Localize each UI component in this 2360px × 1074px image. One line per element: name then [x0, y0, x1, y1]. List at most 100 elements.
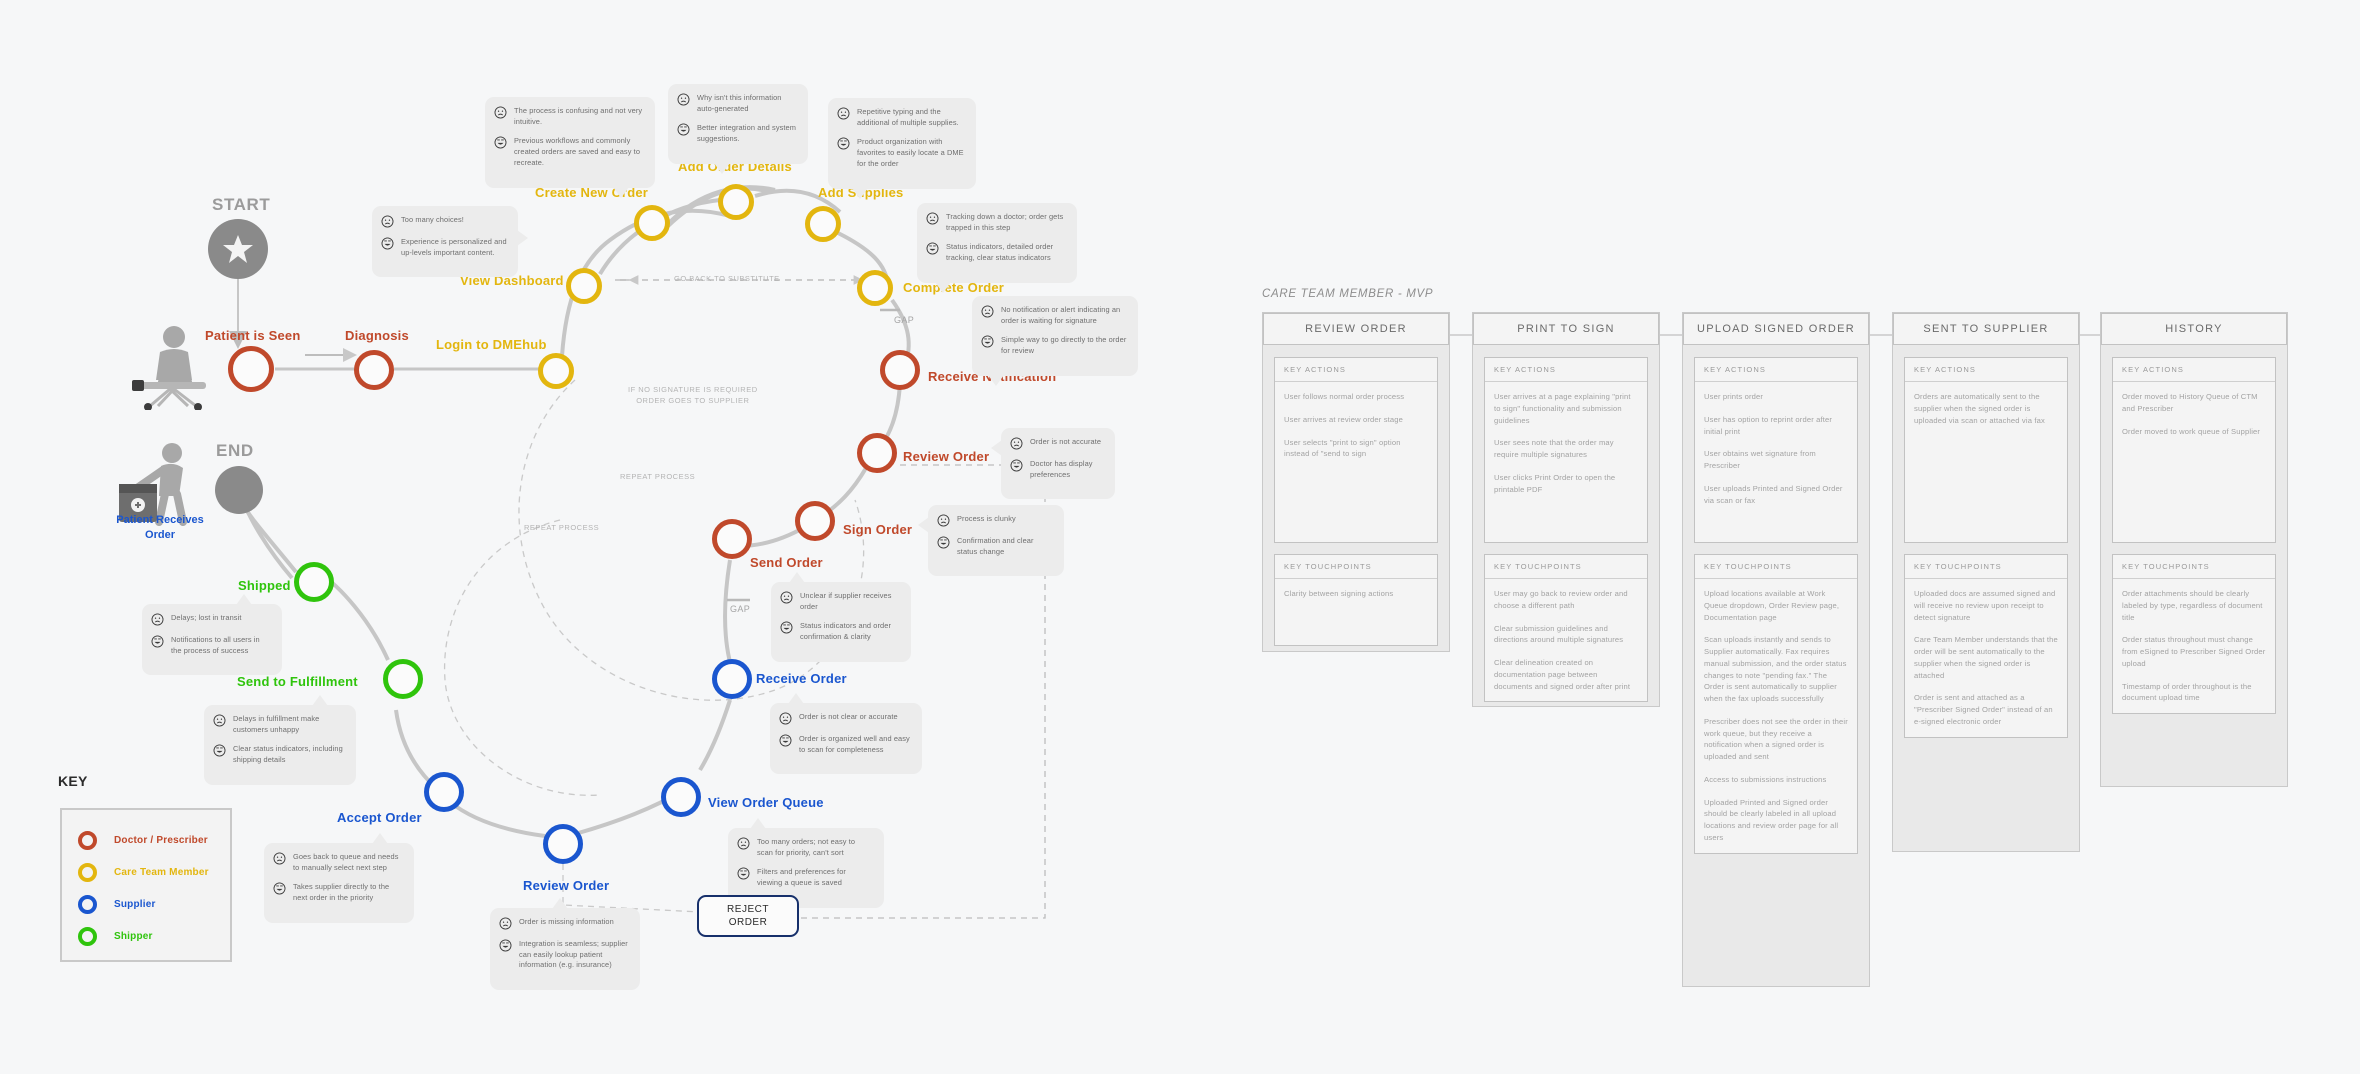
happy-face-icon [494, 136, 507, 149]
touchpoint-item: Timestamp of order throughout is the doc… [2122, 681, 2252, 703]
pain-text: The process is confusing and not very in… [514, 106, 643, 126]
happy-face-icon [499, 939, 512, 952]
node-send-order[interactable] [712, 519, 752, 559]
key-item-doctor-prescriber: Doctor / Prescriber [78, 824, 214, 856]
start-label: START [212, 195, 271, 214]
gain-row: Simple way to go directly to the order f… [981, 335, 1127, 356]
key-actions-card: KEY ACTIONS User prints order User has o… [1694, 357, 1858, 543]
callout-sign-order: Process is clunky Confirmation and clear… [918, 505, 1064, 577]
node-view-dashboard[interactable] [566, 268, 602, 304]
annotation-go-back-to-substitute: GO BACK TO SUBSTITUTE [674, 274, 780, 283]
node-review-order-doctor[interactable] [857, 433, 897, 473]
node-complete-order[interactable] [857, 270, 893, 306]
annotation-repeat-process-1: REPEAT PROCESS [620, 472, 696, 481]
callout-receive-notification: No notification or alert indicating an o… [972, 296, 1138, 386]
bubble-tail [852, 187, 868, 199]
pain-row: Too many orders; not easy to scan for pr… [737, 837, 873, 858]
node-view-order-queue[interactable] [661, 777, 701, 817]
end-node[interactable] [215, 466, 263, 514]
legend-dot-yellow [78, 862, 97, 882]
label-login-to-dmehub: Login to DMEhub [436, 337, 547, 352]
gain-row: Filters and preferences for viewing a qu… [737, 867, 873, 888]
callout-receive-order: Unclear if supplier receives order Statu… [771, 572, 911, 662]
gain-text: Simple way to go directly to the order f… [1001, 335, 1127, 356]
label-sign-order: Sign Order [843, 522, 913, 537]
panel-column-history: HISTORY KEY ACTIONS Order moved to Histo… [2100, 312, 2288, 787]
callout-view-order-queue: Order is not clear or accurate Order is … [770, 693, 922, 775]
node-diagnosis[interactable] [354, 350, 394, 390]
key-item-label: Shipper [114, 930, 153, 942]
pain-text: Too many choices! [401, 215, 464, 224]
label-shipped: Shipped [238, 578, 291, 593]
happy-face-icon [780, 621, 793, 634]
key-touchpoints-card: KEY TOUCHPOINTS Clarity between signing … [1274, 554, 1438, 646]
pain-row: The process is confusing and not very in… [494, 106, 644, 127]
pain-text: Goes back to queue and needs to manually… [293, 852, 399, 872]
card-body: User follows normal order process User a… [1275, 382, 1437, 542]
touchpoint-item: Clear delineation created on documentati… [1494, 658, 1631, 691]
node-accept-order[interactable] [424, 772, 464, 812]
pain-text: Why isn't this information auto-generate… [697, 93, 782, 113]
happy-face-icon [1010, 459, 1023, 472]
card-body: User may go back to review order and cho… [1485, 579, 1647, 701]
pain-row: Delays; lost in transit [151, 613, 271, 626]
gain-row: Clear status indicators, including shipp… [213, 744, 345, 765]
sad-face-icon [737, 837, 750, 850]
pain-text: Process is clunky [957, 514, 1016, 523]
label-view-order-queue: View Order Queue [708, 795, 824, 810]
callout-view-dashboard: Too many choices! Experience is personal… [372, 206, 528, 278]
sad-face-icon [273, 852, 286, 865]
gain-text: Takes supplier directly to the next orde… [293, 882, 390, 903]
pain-text: Order is missing information [519, 917, 614, 926]
card-body: Order moved to History Queue of CTM and … [2113, 382, 2275, 542]
node-add-supplies[interactable] [805, 206, 841, 242]
key-item-shipper: Shipper [78, 920, 214, 952]
pain-text: Delays in fulfillment make customers unh… [233, 714, 320, 734]
pain-row: Unclear if supplier receives order [780, 591, 900, 612]
touchpoint-item: Clear submission guidelines and directio… [1494, 623, 1624, 645]
node-send-to-fulfillment[interactable] [383, 659, 423, 699]
gain-text: Confirmation and clear status change [957, 536, 1034, 556]
card-header: KEY ACTIONS [1485, 358, 1647, 382]
touchpoint-item: Uploaded Printed and Signed order should… [1704, 797, 1839, 843]
label-review-order-supplier: Review Order [523, 878, 610, 893]
node-sign-order[interactable] [795, 501, 835, 541]
bubble-tail [988, 374, 1004, 386]
label-complete-order: Complete Order [903, 280, 1005, 295]
node-add-order-details[interactable] [718, 184, 754, 220]
card-header: KEY ACTIONS [1905, 358, 2067, 382]
bubble-tail [991, 440, 1002, 456]
card-header: KEY ACTIONS [1695, 358, 1857, 382]
node-create-new-order[interactable] [634, 205, 670, 241]
callout-review-order-supplier: Too many orders; not easy to scan for pr… [728, 818, 884, 908]
column-title: PRINT TO SIGN [1473, 313, 1659, 345]
gain-text: Order is organized well and easy to scan… [799, 734, 910, 754]
touchpoint-item: Order attachments should be clearly labe… [2122, 589, 2263, 622]
key-touchpoints-card: KEY TOUCHPOINTS User may go back to revi… [1484, 554, 1648, 703]
node-review-order-supplier[interactable] [543, 824, 583, 864]
pain-text: Repetitive typing and the additional of … [857, 107, 959, 127]
callout-accept-order: Goes back to queue and needs to manually… [264, 833, 414, 923]
gain-text: Product organization with favorites to e… [857, 137, 964, 168]
node-shipped[interactable] [294, 562, 334, 602]
key-item-label: Care Team Member [114, 866, 209, 878]
touchpoint-item: Upload locations available at Work Queue… [1704, 589, 1840, 622]
key-item-label: Supplier [114, 898, 156, 910]
node-receive-notification[interactable] [880, 350, 920, 390]
node-receive-order[interactable] [712, 659, 752, 699]
pain-row: Goes back to queue and needs to manually… [273, 852, 403, 873]
annotation-repeat-process-2: REPEAT PROCESS [524, 523, 600, 532]
sad-face-icon [381, 215, 394, 228]
node-login-to-dmehub[interactable] [538, 353, 574, 389]
node-patient-is-seen[interactable] [228, 346, 274, 392]
touchpoint-item: Clarity between signing actions [1284, 589, 1394, 598]
key-touchpoints-card: KEY TOUCHPOINTS Upload locations availab… [1694, 554, 1858, 854]
sad-face-icon [677, 93, 690, 106]
gain-row: Product organization with favorites to e… [837, 137, 965, 169]
card-body: User arrives at a page explaining "print… [1485, 382, 1647, 542]
callout-send-to-fulfillment: Delays in fulfillment make customers unh… [204, 695, 356, 785]
